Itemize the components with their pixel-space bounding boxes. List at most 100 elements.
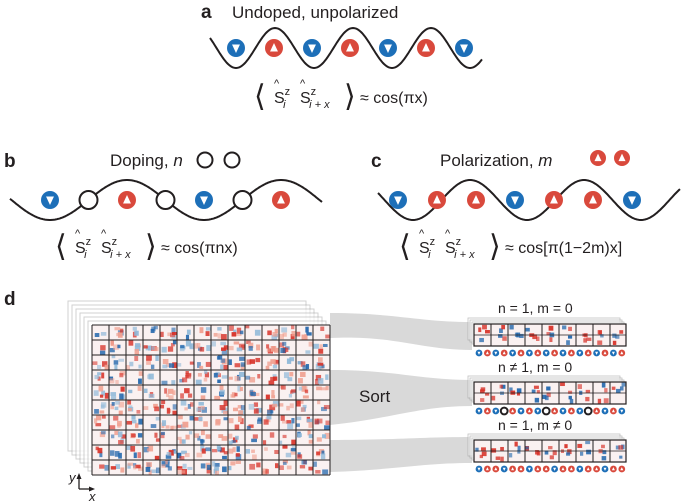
- snapshot-cell: [160, 445, 177, 460]
- spin-up-icon: [593, 465, 600, 473]
- right-angle-bracket: ⟩: [145, 230, 157, 263]
- snapshot-cell: [279, 445, 297, 460]
- spin-up-icon: [618, 349, 626, 357]
- snapshot-cell: [296, 340, 314, 355]
- hole-icon: [223, 151, 241, 169]
- snapshot-cell: [160, 400, 178, 415]
- spin-up-icon: [118, 191, 136, 209]
- snapshot-cell: [262, 400, 279, 415]
- spin-up-icon: [551, 407, 558, 415]
- spin-up-icon: [534, 465, 542, 473]
- spin-up-icon: [467, 191, 485, 209]
- snapshot-cell: [194, 370, 211, 386]
- snapshot-cell: [228, 400, 246, 417]
- snapshot-cell: [126, 430, 143, 445]
- snapshot-cell: [143, 370, 160, 385]
- snapshot-cell: [279, 430, 297, 445]
- correlation-b-value: ≈ cos(πnx): [161, 240, 238, 257]
- panel-d-label: d: [4, 289, 16, 310]
- snapshot-cell: [245, 460, 262, 475]
- snapshot-cell: [228, 385, 245, 400]
- hole-icon: [78, 190, 99, 210]
- snapshot-cell: [143, 445, 160, 462]
- snapshot-cell: [92, 445, 109, 460]
- hole-icon: [232, 190, 253, 210]
- snapshot-cell: [109, 340, 126, 355]
- left-angle-bracket: ⟨: [399, 230, 411, 263]
- spin-up-icon: [545, 191, 563, 209]
- spin-down-icon: [601, 407, 609, 415]
- spin-down-icon: [618, 407, 626, 415]
- left-angle-bracket: ⟨: [55, 230, 67, 263]
- spin-chain-c: [389, 191, 641, 209]
- sort-label: Sort: [359, 387, 390, 406]
- spin-down-icon: [610, 349, 617, 357]
- snapshot-cell: [92, 325, 109, 340]
- spin-down-icon: [623, 191, 641, 209]
- snapshot-cell: [92, 355, 111, 371]
- spin-down-icon: [475, 349, 483, 357]
- snapshot-cell: [143, 340, 160, 355]
- snapshot-cell: [262, 340, 279, 355]
- snapshot-cell: [279, 370, 296, 385]
- panel-b-title: Doping, n: [110, 151, 183, 170]
- snapshot-cell: [143, 385, 160, 400]
- snapshot-cell: [296, 370, 313, 385]
- spin-down-icon: [542, 349, 550, 357]
- axes-indicator: y x: [68, 470, 96, 503]
- snapshot-cell: [313, 385, 330, 400]
- snapshot-cell: [313, 445, 330, 460]
- snapshot-cell: [109, 370, 126, 385]
- correlation-c-value: ≈ cos[π(1−2m)x]: [505, 240, 622, 257]
- wave-c: [377, 179, 681, 221]
- snapshot-cell: [109, 400, 126, 417]
- snapshot-cell: [245, 415, 264, 432]
- panel-b-label: b: [4, 151, 16, 172]
- snapshot-cell: [313, 430, 330, 445]
- snapshot-cell: [160, 355, 178, 370]
- spin-down-icon: [593, 349, 600, 357]
- front-snapshot: [92, 325, 330, 475]
- snapshot-cell: [194, 460, 212, 475]
- sorted-row: [467, 375, 627, 416]
- snapshot-cell: [245, 340, 262, 355]
- spin-chain-b: [41, 190, 290, 210]
- sort-band-middle: [330, 370, 472, 425]
- snapshot-cell: [92, 460, 109, 475]
- sorted-rows: n = 1, m = 0 n ≠ 1, m = 0 n = 1, m ≠ 0: [467, 300, 627, 473]
- spin-up-icon: [584, 465, 592, 473]
- snapshot-cell: [126, 415, 143, 430]
- snapshot-cell: [177, 445, 194, 461]
- snapshot-cell: [279, 400, 296, 415]
- snapshot-cell: [262, 385, 279, 400]
- panel-a-title: Undoped, unpolarized: [232, 3, 398, 22]
- snapshot-cell: [126, 445, 143, 460]
- spin-up-icon: [500, 349, 508, 357]
- spin-up-icon: [484, 407, 491, 415]
- snapshot-cell: [228, 445, 245, 461]
- snapshot-cell: [109, 445, 126, 460]
- snapshot-cell: [143, 355, 160, 370]
- front-snapshot-grid: [91, 324, 331, 476]
- snapshot-cell: [262, 445, 279, 460]
- spin-up-icon: [526, 407, 533, 415]
- right-angle-bracket: ⟩: [344, 80, 356, 113]
- sort-band-top: [330, 313, 472, 350]
- spin-down-icon: [526, 465, 533, 473]
- snapshot-cell: [109, 385, 126, 400]
- spin-down-icon: [576, 465, 584, 473]
- spin-down-icon: [455, 39, 473, 57]
- snapshot-cell: [296, 400, 313, 415]
- snapshot-cell: [177, 400, 194, 415]
- spin-up-icon: [517, 465, 525, 473]
- snapshot-cell: [160, 325, 178, 340]
- snapshot-cell: [228, 415, 245, 430]
- snapshot-cell: [194, 355, 211, 370]
- hat-ix: ^: [300, 78, 306, 90]
- spin-down-icon: [303, 39, 321, 57]
- snapshot-cell: [177, 325, 194, 341]
